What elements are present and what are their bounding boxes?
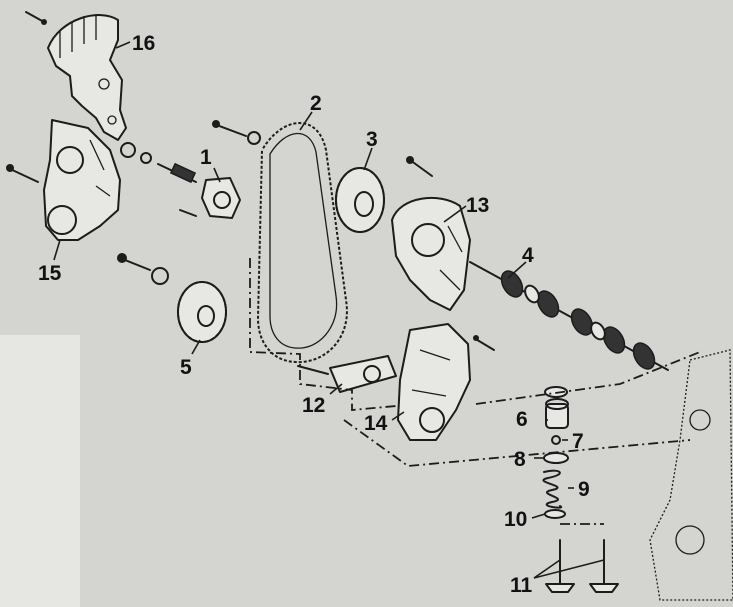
callout-8: 8 bbox=[514, 448, 526, 471]
valves bbox=[545, 539, 619, 593]
tensioner-assembly bbox=[120, 142, 241, 219]
callout-12: 12 bbox=[302, 394, 325, 417]
callout-15: 15 bbox=[38, 262, 62, 285]
bucket-tappet bbox=[544, 386, 569, 429]
valve-collets bbox=[551, 435, 561, 445]
camshaft-sprocket bbox=[335, 167, 385, 233]
callout-labels: 1 2 3 4 5 6 7 8 9 10 11 12 13 14 15 16 bbox=[38, 32, 590, 597]
timing-belt bbox=[256, 121, 349, 364]
upper-timing-cover bbox=[47, 14, 127, 141]
callout-2: 2 bbox=[310, 92, 322, 115]
lower-front-cover bbox=[397, 323, 495, 441]
idler-bracket bbox=[297, 355, 397, 393]
valve-spring bbox=[542, 469, 563, 509]
callout-1: 1 bbox=[200, 146, 212, 169]
crankshaft-sprocket bbox=[117, 253, 227, 343]
cover-bolt-left bbox=[6, 164, 39, 183]
callout-4: 4 bbox=[522, 244, 534, 267]
sprocket-bolt bbox=[406, 156, 433, 177]
camshaft bbox=[469, 261, 669, 371]
spring-seat bbox=[544, 509, 566, 519]
callout-16: 16 bbox=[132, 32, 155, 55]
callout-9: 9 bbox=[578, 478, 590, 501]
lower-timing-cover bbox=[43, 119, 121, 241]
cylinder-head-outline bbox=[649, 349, 733, 601]
leader-lines bbox=[53, 41, 605, 579]
callout-3: 3 bbox=[366, 128, 378, 151]
camshaft-housing bbox=[391, 196, 471, 311]
callout-7: 7 bbox=[572, 430, 584, 453]
belt-bolt bbox=[212, 120, 261, 145]
callout-6: 6 bbox=[516, 408, 528, 431]
callout-10: 10 bbox=[504, 508, 527, 531]
callout-11: 11 bbox=[510, 574, 533, 597]
cover-bolt-top bbox=[25, 11, 47, 25]
alignment-lines bbox=[249, 258, 701, 525]
spring-retainer bbox=[543, 452, 569, 464]
callout-13: 13 bbox=[466, 194, 489, 217]
callout-14: 14 bbox=[364, 412, 388, 435]
callout-5: 5 bbox=[180, 356, 192, 379]
paper-light-patch bbox=[0, 335, 80, 607]
